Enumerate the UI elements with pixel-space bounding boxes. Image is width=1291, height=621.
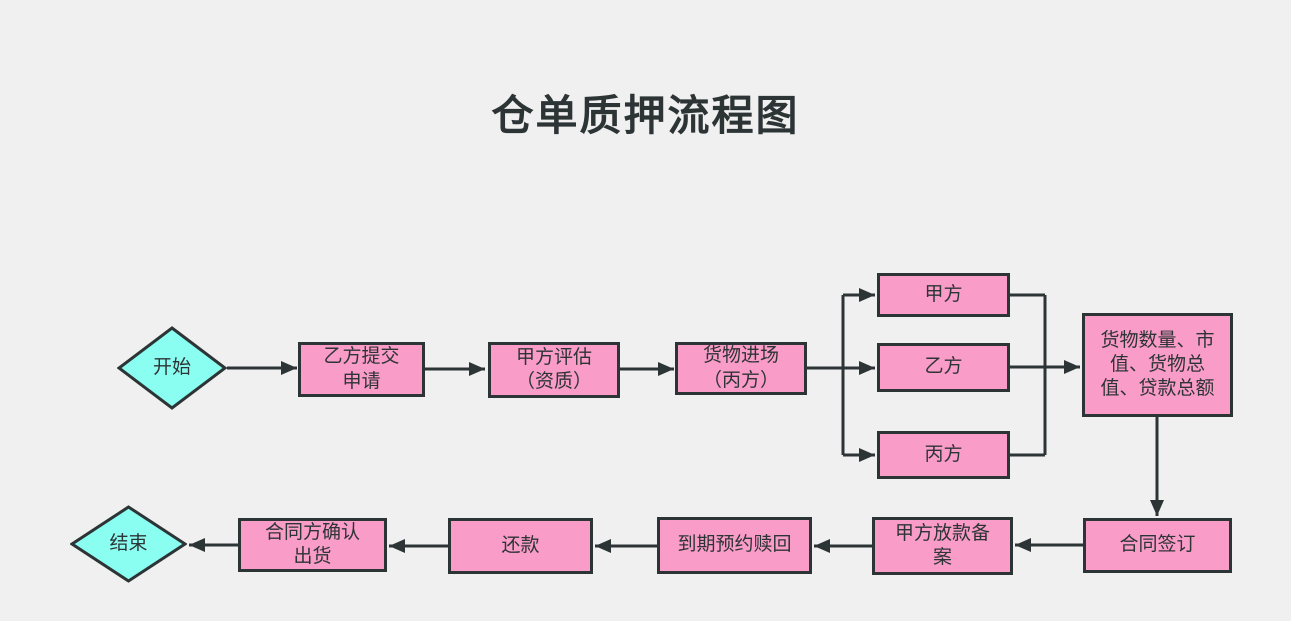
node-party-a-evaluation: 甲方评估 （资质）	[488, 342, 620, 398]
diamond-shape	[117, 326, 227, 410]
node-end: 结束	[70, 505, 187, 583]
node-end-label: 结束	[109, 532, 148, 554]
node-loan-filing-label: 甲方放款备 案	[894, 522, 990, 568]
node-redeem-on-maturity: 到期预约赎回	[657, 517, 812, 574]
node-start-label: 开始	[152, 356, 191, 378]
node-contract-signing-label: 合同签订	[1119, 534, 1196, 556]
node-repayment: 还款	[448, 518, 593, 574]
node-contract-signing: 合同签订	[1083, 518, 1232, 573]
node-submit-application: 乙方提交 申请	[298, 342, 425, 397]
node-party-b: 乙方	[877, 343, 1010, 392]
node-party-c-label: 丙方	[924, 443, 963, 465]
node-party-a-evaluation-label: 甲方评估 （资质）	[515, 346, 592, 392]
diamond-shape	[70, 505, 187, 583]
node-redeem-on-maturity-label: 到期预约赎回	[677, 534, 792, 556]
node-confirm-shipment: 合同方确认 出货	[238, 518, 387, 572]
node-goods-entry: 货物进场 （丙方）	[675, 342, 807, 395]
node-valuation-label: 货物数量、市 值、货物总 值、贷款总额	[1100, 329, 1215, 400]
node-goods-entry-label: 货物进场 （丙方）	[702, 345, 779, 391]
node-valuation: 货物数量、市 值、货物总 值、贷款总额	[1082, 313, 1233, 417]
node-confirm-shipment-label: 合同方确认 出货	[264, 521, 360, 567]
page-title: 仓单质押流程图	[491, 92, 800, 139]
node-loan-filing: 甲方放款备 案	[872, 517, 1013, 575]
node-party-c: 丙方	[877, 431, 1010, 479]
node-party-b-label: 乙方	[924, 356, 963, 378]
node-repayment-label: 还款	[501, 534, 540, 556]
node-party-a-label: 甲方	[924, 283, 963, 305]
node-party-a: 甲方	[877, 273, 1010, 317]
node-start: 开始	[117, 326, 227, 410]
node-submit-application-label: 乙方提交 申请	[323, 346, 400, 392]
